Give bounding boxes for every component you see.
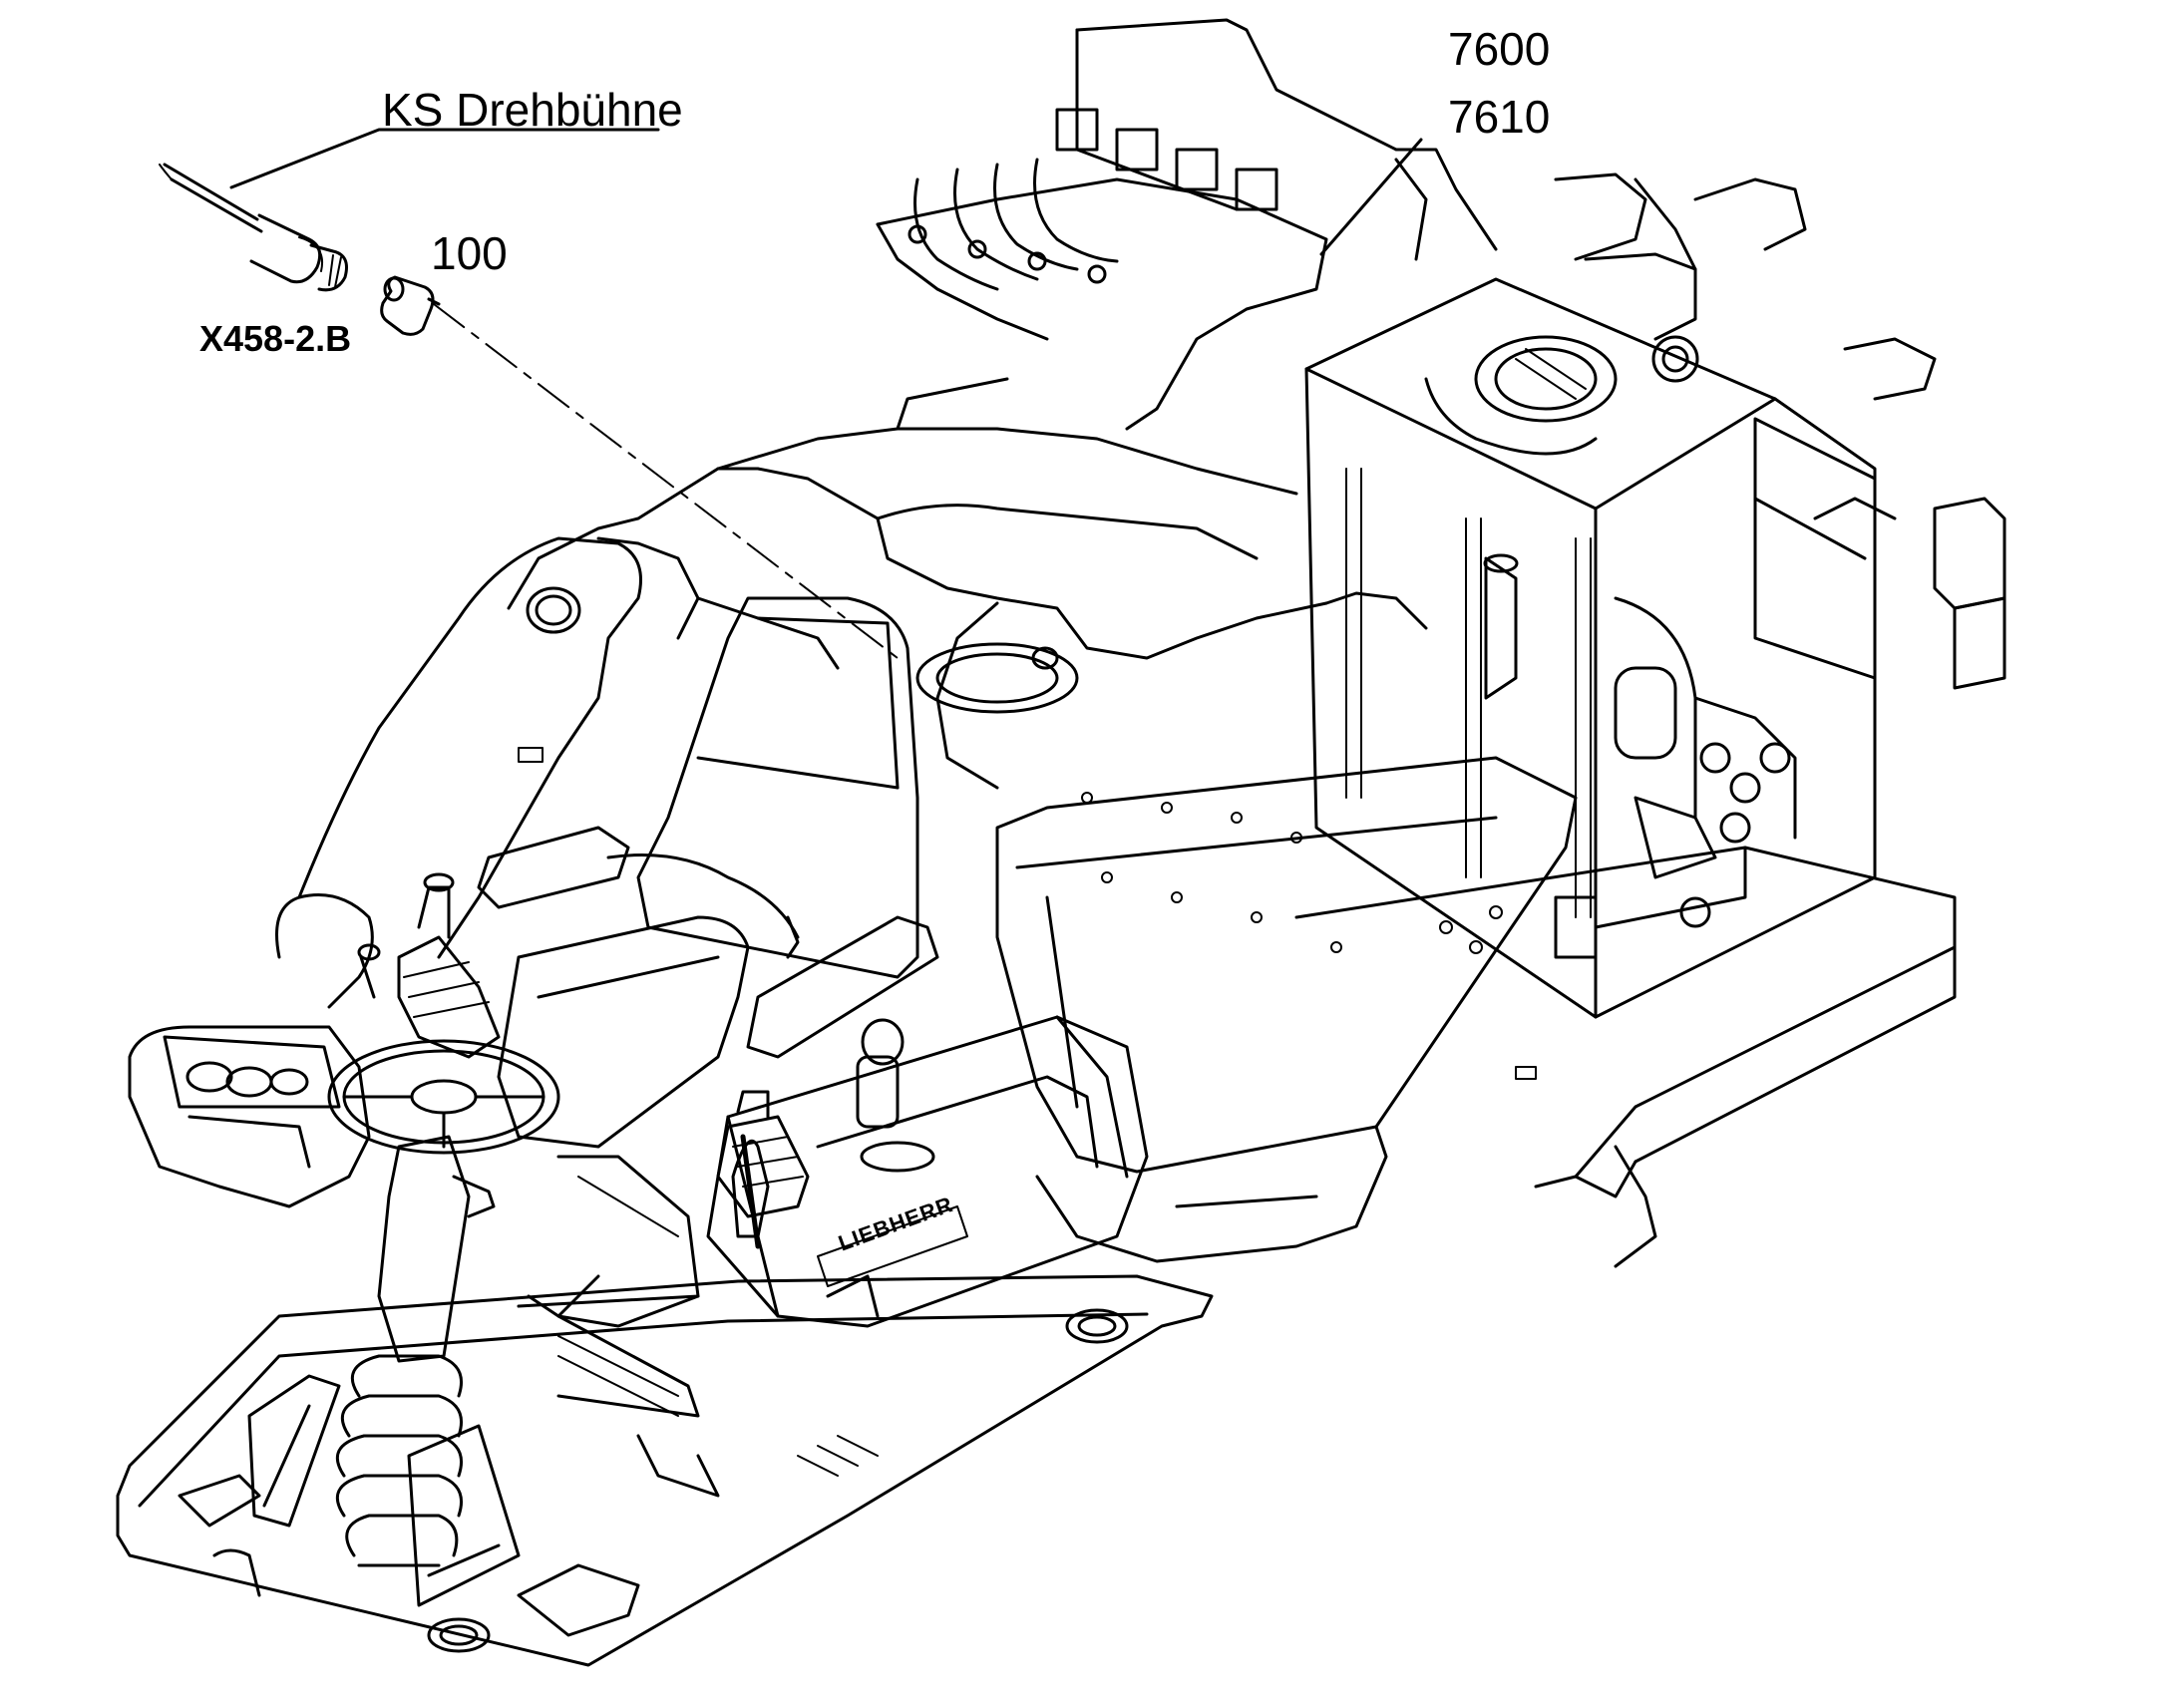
operator-seat [479,598,937,1326]
foot-pedals [180,1376,519,1605]
side-beam [1296,848,1955,1196]
steering-column [329,1041,558,1565]
callout-part-7610: 7610 [1448,91,1551,143]
left-console [130,1027,369,1206]
pilot-valve-assembly [1556,598,1795,957]
right-console [708,1017,1147,1326]
assembly-centerline [434,304,898,658]
right-joystick [718,1092,808,1216]
callout-x458-2b: X458-2.B [199,318,352,359]
boom-frame [277,538,839,1007]
leader-ks-drehbuehne [231,130,658,187]
liebherr-logo-plate [818,1206,967,1286]
leader-7610 [1321,140,1421,254]
plug-part-100 [382,277,439,334]
rear-bracket [1695,179,2004,688]
control-valve-block [878,20,1695,429]
left-joystick [359,874,499,1057]
callout-part-100: 100 [431,227,508,279]
callout-ks-drehbuehne: KS Drehbühne [382,84,683,136]
fasteners [519,748,1536,1079]
seat-base-equipment [529,1296,718,1496]
callout-part-7600: 7600 [1448,23,1551,75]
floor-plate [118,1276,1212,1665]
hydraulic-tank [1306,279,1875,1017]
connector-x458 [160,165,347,290]
chassis-frame [509,379,1426,788]
